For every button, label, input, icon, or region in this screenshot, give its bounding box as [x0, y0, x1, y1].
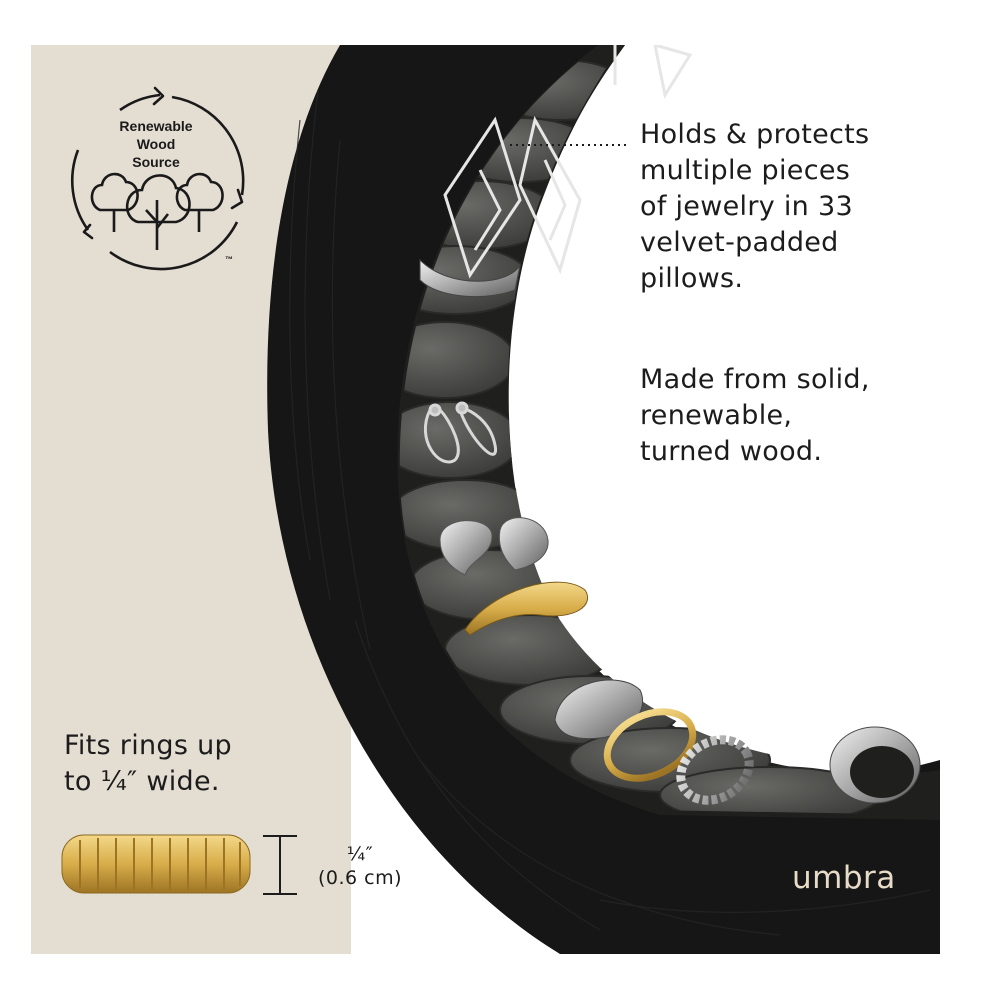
measure-bracket-icon [263, 835, 297, 895]
silver-band-ring [829, 726, 921, 804]
brand-logo: umbra [792, 860, 896, 896]
measure-label: ¼″ (0.6 cm) [300, 842, 420, 890]
badge-line-2: Wood [136, 136, 176, 152]
trees-icon [90, 172, 224, 250]
badge-line-1: Renewable [119, 118, 193, 134]
gold-claw-ring [464, 581, 588, 636]
feature-made-text: Made from solid, renewable, turned wood. [640, 364, 870, 467]
renewable-wood-badge-icon [70, 86, 245, 271]
twisted-silver-ring [676, 735, 754, 805]
gold-ring-example [61, 834, 251, 894]
ring-fit-text: Fits rings up to ¼″ wide. [64, 730, 232, 797]
trademark-mark: ™ [225, 255, 233, 264]
badge-title: Renewable Wood Source [96, 117, 216, 171]
gold-band-ring [603, 708, 697, 782]
earring-pair [443, 45, 693, 279]
silver-earrings [439, 517, 549, 576]
hook-earrings [423, 401, 497, 464]
measure-metric: (0.6 cm) [317, 867, 403, 889]
badge-line-3: Source [132, 154, 180, 170]
silver-chunky-ring [554, 679, 644, 740]
cuff-ring [419, 258, 521, 297]
measure-fraction: ¼″ [346, 843, 374, 865]
feature-holds-text: Holds & protects multiple pieces of jewe… [640, 119, 870, 294]
